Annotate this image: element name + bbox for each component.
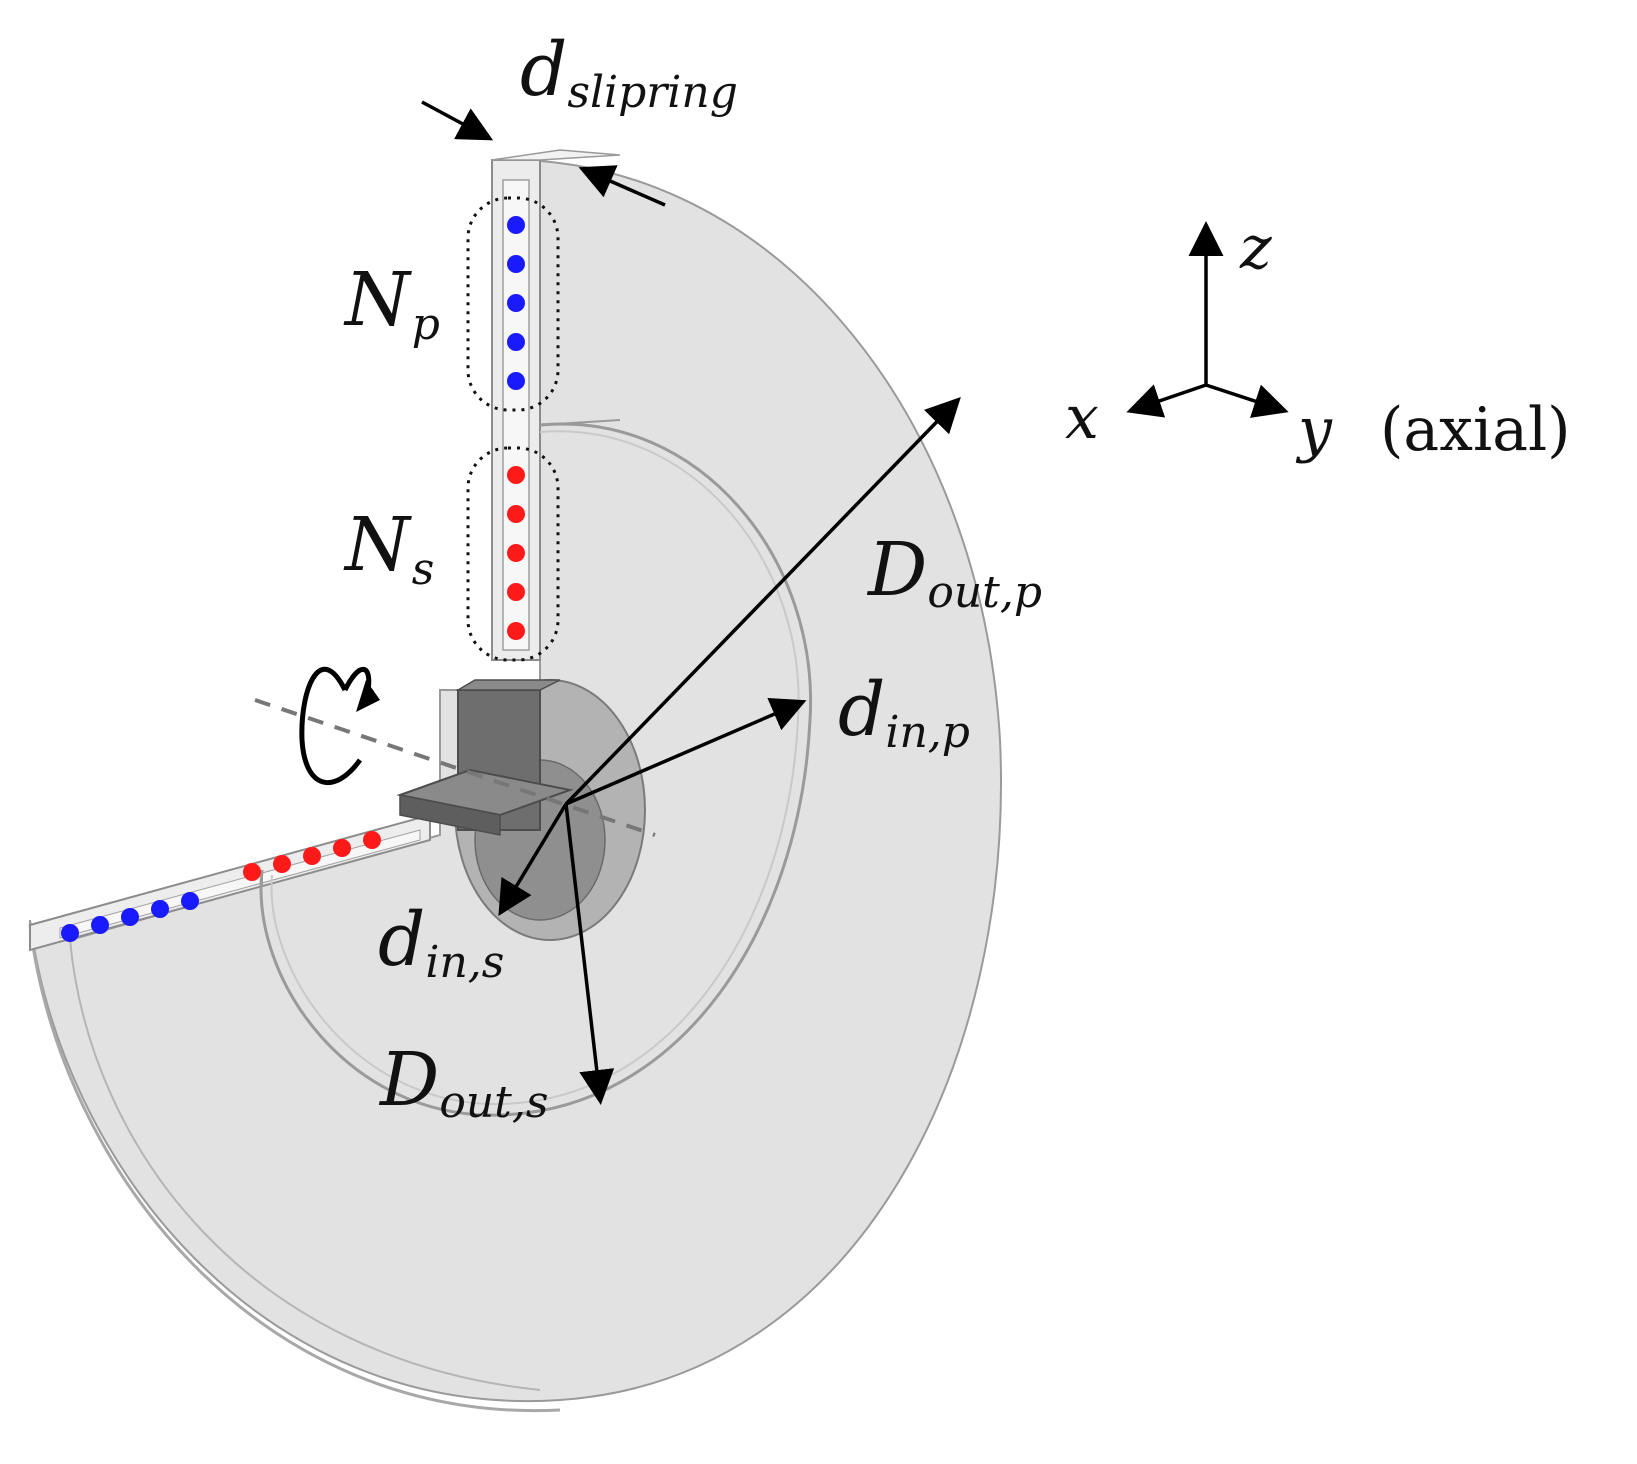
primary-coil-turn [507,216,525,234]
inner-ring-groove [259,422,813,1117]
secondary-coil-turn [243,863,261,881]
label-d-in-p: din,p [838,667,970,758]
label-d-out-s: Dout,s [378,1037,548,1128]
dimension-arrows [421,100,961,1105]
arrow-din-p [565,698,807,806]
axis-y-arrow [1205,383,1289,418]
axis-y-note: (axial) [1380,395,1571,465]
secondary-coil-turn [507,544,525,562]
axis-y-label: y [1295,395,1333,465]
arrow-dslipring-right [578,165,666,207]
secondary-coil-turn [363,831,381,849]
shaft-top [455,679,561,691]
primary-coil-bottom [61,892,199,942]
curved-rotation-arrow-icon [299,666,380,786]
label-n-s: Ns [343,502,434,595]
secondary-coil-turn [507,583,525,601]
axis-x-label: x [1065,383,1099,453]
ns-group-outline [466,446,560,662]
primary-coil-turn [507,333,525,351]
label-d-in-s: din,s [378,897,504,988]
ring-top-connector [539,419,621,426]
top-slot-inner [502,179,530,651]
inner-ring-groove-2 [270,430,800,1106]
primary-coil-turn [507,294,525,312]
secondary-coil-turn [303,847,321,865]
rotation-axis [254,698,656,837]
primary-coil-turn [507,255,525,273]
label-d-slipring: dslipring [520,27,738,118]
top-slot-cap [491,149,621,161]
axes-triad [1126,221,1289,418]
arrow-din-s [498,803,568,916]
secondary-coil-turn [333,839,351,857]
np-group-outline [466,196,560,412]
secondary-coil-turn [507,622,525,640]
primary-coil-turn [121,908,139,926]
arrow-dout-p [564,396,961,806]
secondary-coil-turn [507,505,525,523]
primary-coil-top [507,216,525,390]
primary-coil-turn [61,924,79,942]
primary-coil-turn [91,916,109,934]
axis-x-arrow [1126,383,1207,418]
secondary-coil-bottom [243,831,381,881]
arrow-dout-s [564,803,615,1105]
housing-rim [28,924,561,1413]
primary-coil-turn [151,900,169,918]
secondary-coil-turn [507,466,525,484]
secondary-coil-turn [273,854,292,874]
shaft-flange-side [399,794,501,836]
secondary-coil-top [507,466,525,640]
label-d-out-p: Dout,p [866,527,1042,618]
label-n-p: Np [343,257,440,350]
housing-front-edge [69,939,541,1391]
primary-coil-turn [181,892,199,910]
primary-coil-turn [507,372,525,390]
axis-z-label: z [1239,213,1272,283]
bottom-slot-inner [59,829,421,939]
arrow-dslipring-left [421,100,494,141]
